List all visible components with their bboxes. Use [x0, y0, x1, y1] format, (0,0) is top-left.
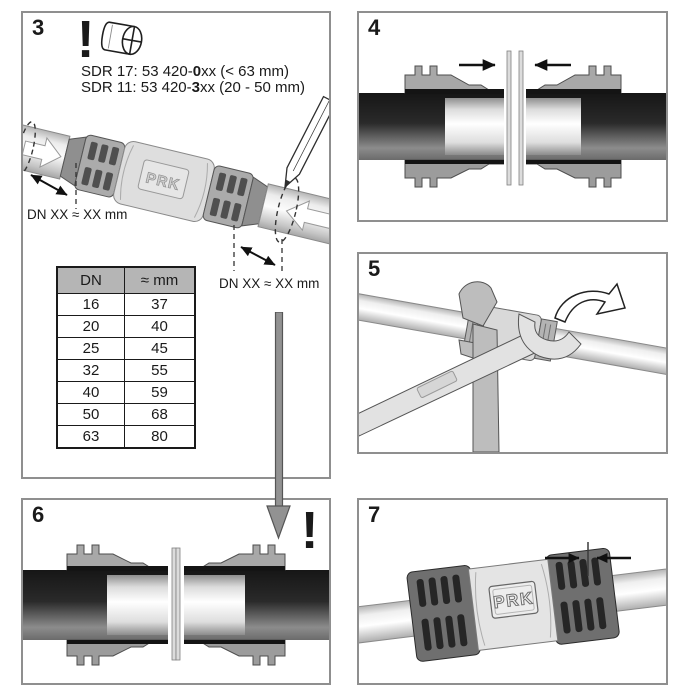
dn-dimension-label-right: DN XX ≈ XX mm: [219, 276, 320, 291]
pipe-end-wall-right: [518, 50, 524, 186]
table-cell: 50: [56, 403, 125, 426]
step-number: 5: [368, 256, 381, 281]
panel-step-5: 5: [357, 252, 668, 454]
warning-exclamation-icon: !: [301, 502, 319, 560]
table-cell: 20: [56, 315, 125, 338]
panel-step-6: 6 !: [21, 498, 331, 685]
pipe-end-mark-dashed: [23, 120, 36, 176]
warning-exclamation-icon: !: [77, 11, 95, 69]
brand-plate: [488, 580, 539, 619]
front-wrench: [359, 313, 582, 437]
left-nut-grooves: [81, 141, 120, 191]
sdr-line-1: SDR 17: 53 420-0xx (< 63 mm): [81, 63, 290, 80]
insertion-depth-arrow-left: [30, 174, 68, 196]
dn-dimension-label-left: DN XX ≈ XX mm: [27, 207, 128, 222]
table-cell: 40: [124, 315, 196, 338]
right-nut-grooves: [555, 557, 607, 634]
pipe-end-wall-left: [171, 547, 177, 661]
table-header-mm: ≈ mm: [124, 266, 196, 294]
insertion-depth-arrow-right: [240, 246, 276, 266]
wrench-emboss-plate: [416, 370, 458, 398]
table-cell: 59: [124, 381, 196, 404]
cross-section-gap-illustration: [359, 50, 666, 188]
order-code-lines: SDR 17: 53 420-0xx (< 63 mm) SDR 11: 53 …: [81, 64, 305, 95]
table-cell: 68: [124, 403, 196, 426]
table-cell: 37: [124, 293, 196, 316]
step-number: 4: [368, 15, 381, 40]
insert-direction-arrow-left: [23, 136, 62, 169]
table-cell: 16: [56, 293, 125, 316]
assembled-coupling: PRK: [359, 547, 666, 662]
table-header-dn: DN: [56, 266, 125, 294]
table-cell: 25: [56, 337, 125, 360]
brand-plate: [137, 159, 190, 200]
table-cell: 32: [56, 359, 125, 382]
step-flow-arrow: [266, 312, 291, 540]
right-nut-grooves: [209, 172, 248, 222]
panel-step-4: 4: [357, 11, 668, 222]
panel-step-3: PRK 3 !: [21, 11, 331, 479]
panel-step-7: PRK 7: [357, 498, 668, 685]
table-cell: 80: [124, 425, 196, 449]
step-number: 7: [368, 502, 381, 527]
step-number: 6: [32, 502, 45, 527]
pipe-end-wall-right: [175, 547, 181, 661]
rotate-direction-arrow: [554, 282, 626, 323]
pencil-icon: [284, 95, 329, 189]
table-cell: 63: [56, 425, 125, 449]
insert-direction-arrow-right: [285, 200, 329, 232]
pipe-end-wall-left: [506, 50, 512, 186]
sdr-line-2: SDR 11: 53 420-3xx (20 - 50 mm): [81, 78, 305, 96]
table-header-row: DN ≈ mm: [56, 266, 196, 294]
table-cell: 55: [124, 359, 196, 382]
table-cell: 45: [124, 337, 196, 360]
coupling-assembly: PRK: [23, 116, 329, 246]
cross-section-seated-illustration: [23, 544, 329, 666]
table-cell: 40: [56, 381, 125, 404]
marking-measure-illustration: PRK: [23, 95, 329, 275]
pencil-mark-dashed: [274, 177, 300, 243]
final-check-illustration: PRK: [359, 542, 666, 662]
wrench-tightening-illustration: [359, 281, 666, 452]
left-nut-grooves: [416, 574, 468, 651]
step-number: 3: [32, 15, 45, 40]
grip-ring-icon: [100, 21, 143, 56]
